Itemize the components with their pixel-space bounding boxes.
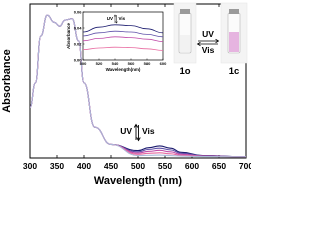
main-x-tick-label: 400 (77, 161, 91, 171)
inset-series-group (82, 24, 164, 51)
vial-left-solution (180, 35, 190, 52)
inset-chart: 500 520 540 560 580 600 0.00 0.02 0.04 0.06 Absor… (66, 9, 167, 72)
inset-plot-frame (82, 11, 164, 61)
sample-right-label: 1c (229, 66, 240, 77)
inset-series-line-2 (82, 30, 164, 38)
sample-arrow-bottom-label: Vis (202, 45, 215, 55)
inset-y-tick-label: 0.02 (74, 41, 83, 46)
sample-photo-panel: 1o 1c UV Vis (173, 2, 248, 77)
main-series-line-5 (29, 14, 247, 158)
main-x-tick-label: 300 (23, 161, 37, 171)
main-x-tick-label: 500 (131, 161, 145, 171)
inset-y-tick-label: 0.00 (74, 57, 83, 62)
main-uv-vis-arrows: UV Vis (120, 123, 155, 142)
main-x-axis-title: Wavelength (nm) (94, 175, 183, 187)
inset-y-tick-label: 0.06 (74, 9, 83, 14)
vial-left-cap (180, 9, 190, 14)
vial-right-solution (229, 32, 239, 52)
inset-x-tick-label: 580 (144, 61, 151, 66)
inset-x-tick-label: 520 (96, 61, 103, 66)
main-y-axis-title: Absorbance (1, 49, 13, 113)
inset-x-axis-title: Wavelength(nm) (106, 67, 141, 72)
inset-x-tick-label: 540 (112, 61, 119, 66)
main-x-ticks: 300 350 400 450 500 550 600 650 700 (23, 4, 251, 171)
inset-series-line-4 (82, 46, 164, 51)
main-uv-label: UV (120, 126, 132, 136)
main-x-tick-label: 650 (212, 161, 226, 171)
inset-uv-label: UV (107, 16, 113, 21)
main-x-tick-label: 350 (50, 161, 64, 171)
main-x-tick-label: 700 (239, 161, 251, 171)
inset-x-tick-label: 600 (160, 61, 167, 66)
inset-series-line-3 (82, 36, 164, 42)
main-x-tick-label: 550 (158, 161, 172, 171)
inset-ticks: 500 520 540 560 580 600 0.00 0.02 0.04 0.06 (74, 9, 167, 66)
inset-y-tick-label: 0.04 (74, 25, 83, 30)
figure: 300 350 400 450 500 550 600 650 700 Absorbance W… (1, 2, 251, 187)
main-vis-label: Vis (142, 126, 155, 136)
inset-vis-label: Vis (119, 16, 126, 21)
sample-left-label: 1o (179, 66, 190, 77)
vial-right-cap (229, 9, 239, 14)
main-series-group (29, 14, 247, 158)
inset-x-tick-label: 560 (128, 61, 135, 66)
inset-x-tick-label: 500 (80, 61, 87, 66)
main-x-tick-label: 450 (104, 161, 118, 171)
sample-arrow-top-label: UV (202, 29, 214, 39)
main-x-tick-label: 600 (185, 161, 199, 171)
inset-y-axis-title: Absorbance (66, 23, 71, 50)
inset-series-line-1 (82, 24, 164, 34)
